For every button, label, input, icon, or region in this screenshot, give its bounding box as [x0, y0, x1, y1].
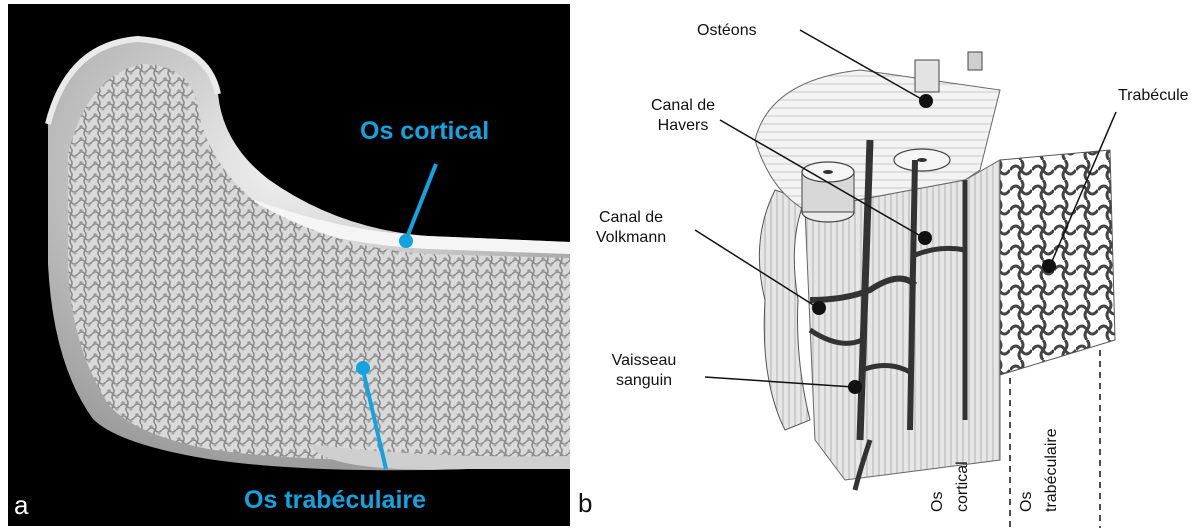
label-trabecule: Trabécule [1118, 86, 1189, 106]
label-canal-volkmann-line2: Volkmann [576, 228, 686, 248]
label-canal-havers-line1: Canal de [633, 96, 733, 116]
bone-structure-diagram-panel: Ostéons Canal de Havers Canal de Volkman… [570, 0, 1203, 528]
label-vaisseau-sanguin-line2: sanguin [594, 371, 694, 391]
label-canal-volkmann-line1: Canal de [576, 208, 686, 228]
label-canal-volkmann: Canal de Volkmann [576, 208, 686, 248]
label-os-cortical-vertical-line2: cortical [954, 461, 972, 512]
panel-letter-a: a [14, 490, 28, 521]
label-os-cortical-vertical-line1: Os [929, 492, 947, 512]
label-osteons: Ostéons [697, 21, 757, 41]
label-os-trabeculaire-vertical-line1: Os [1018, 492, 1036, 512]
label-vaisseau-sanguin: Vaisseau sanguin [594, 351, 694, 391]
label-canal-havers-line2: Havers [633, 116, 733, 136]
label-canal-havers: Canal de Havers [633, 96, 733, 136]
label-os-trabeculaire: Os trabéculaire [244, 486, 426, 515]
trabecular-region [68, 64, 570, 460]
bone-photo-panel: Os cortical Os trabéculaire a [8, 4, 570, 526]
label-vaisseau-sanguin-line1: Vaisseau [594, 351, 694, 371]
bone-block-illustration [570, 0, 1203, 528]
panel-letter-b: b [578, 488, 592, 519]
bone-photo-illustration [8, 4, 570, 526]
label-os-cortical: Os cortical [360, 117, 489, 146]
label-os-trabeculaire-vertical-line2: trabéculaire [1043, 428, 1061, 512]
